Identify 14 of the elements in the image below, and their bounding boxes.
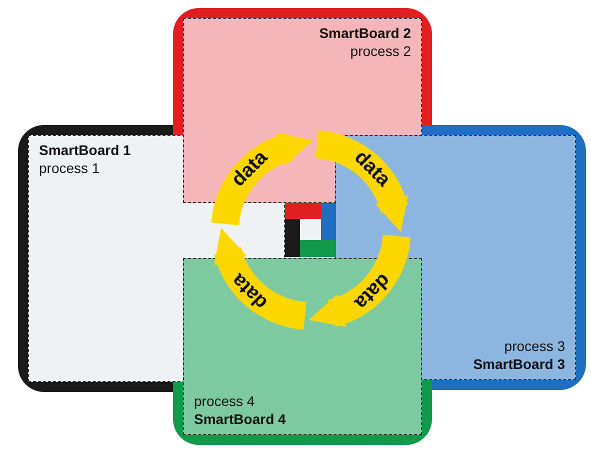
curved-arrow [214,228,308,330]
curved-arrow [314,130,408,232]
process-name: process 4 [194,393,255,410]
curved-arrow [211,133,314,228]
board-name: SmartBoard 1 [39,142,131,160]
board-name: SmartBoard 4 [194,410,286,428]
process-name: process 3 [504,338,565,356]
curved-arrow [308,232,411,327]
board-name: SmartBoard 2 [319,25,411,42]
board-name: SmartBoard 3 [473,356,565,373]
edge-label: data [349,268,394,314]
edge-label: data [228,146,273,192]
process-name: process 1 [39,160,100,177]
process-name: process 2 [350,42,411,60]
